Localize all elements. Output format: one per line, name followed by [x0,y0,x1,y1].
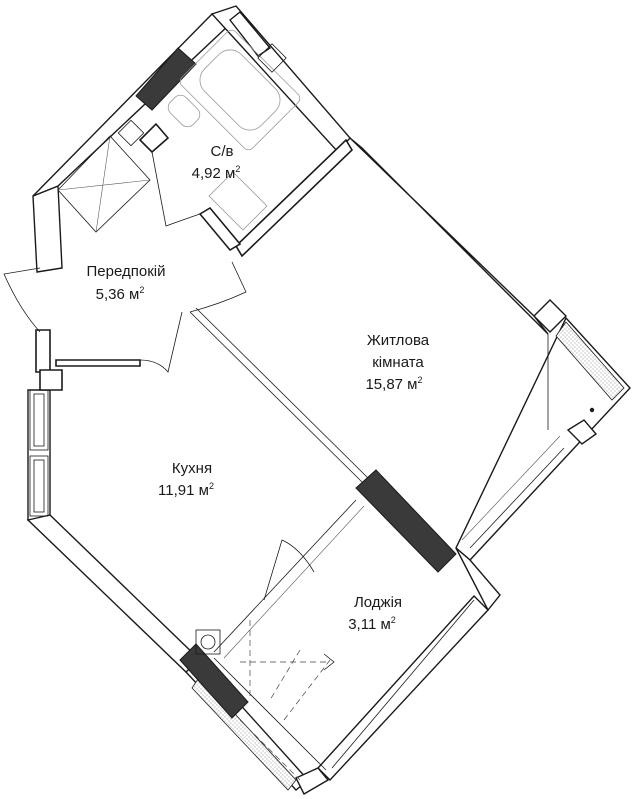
marker-dot [589,407,595,413]
loggia-details [239,620,335,781]
kitchen-area: 11,91 м2 [158,481,214,499]
room-labels: С/в 4,92 м2 Передпокій 5,36 м2 Житлова к… [87,143,430,633]
structural-columns [135,47,457,719]
loggia-name: Лоджія [354,594,402,611]
hallway-name: Передпокій [87,263,166,280]
kitchen-name: Кухня [172,460,212,477]
outer-walls [26,5,631,795]
bathroom-name: С/в [211,143,234,160]
living-name-line1: Житлова [367,332,430,349]
interior-walls [35,122,565,771]
loggia-area: 3,11 м2 [348,615,396,633]
living-area: 15,87 м2 [365,375,422,393]
hallway-area: 5,36 м2 [96,285,145,303]
bathroom-fixtures [117,29,301,231]
doors [3,151,315,601]
living-name-line2: кімната [372,354,424,371]
wardrobe [57,135,151,233]
bathroom-area: 4,92 м2 [192,164,241,182]
kitchen-fixtures [29,389,221,655]
